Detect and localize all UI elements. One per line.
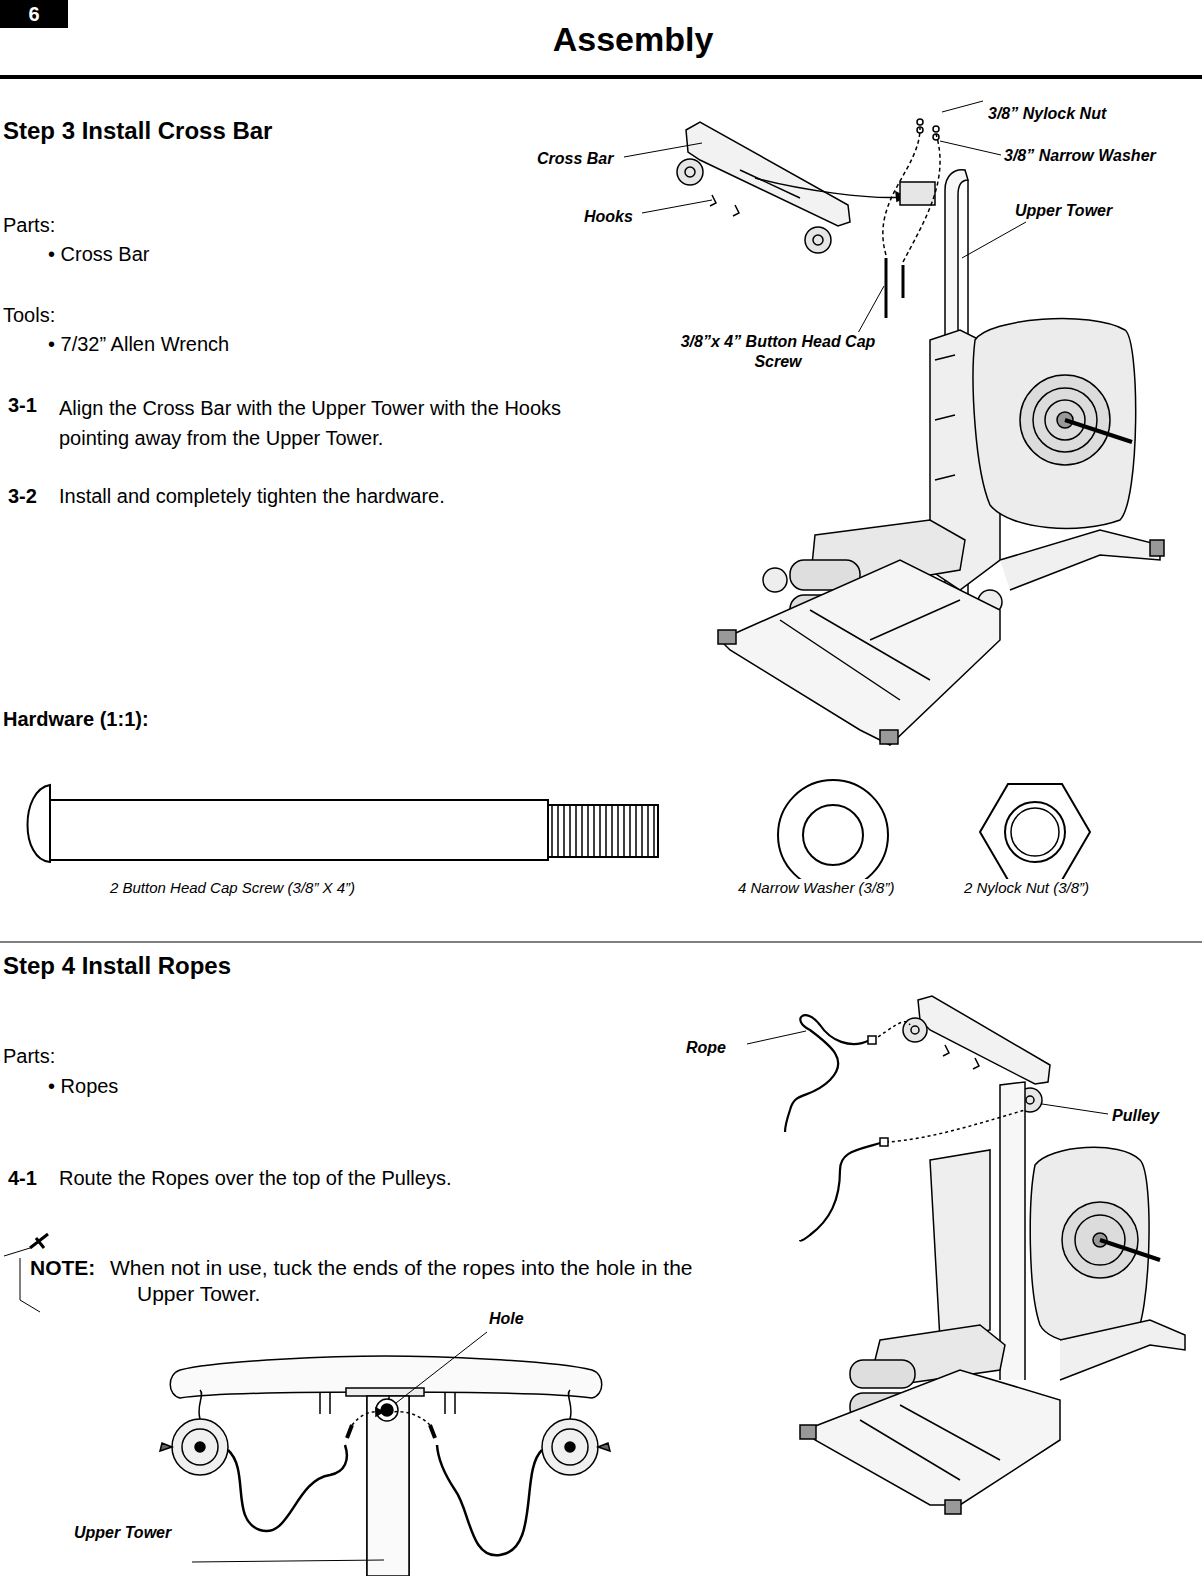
section-divider	[0, 942, 1202, 943]
hardware-caption: 2 Button Head Cap Screw (3/8” X 4”)	[110, 879, 355, 898]
machine-step3	[677, 119, 1164, 745]
part-callout: Pulley	[1112, 1106, 1159, 1126]
hardware-caption: 4 Narrow Washer (3/8”)	[738, 879, 894, 898]
instruction-text: Align the Cross Bar with the Upper Tower…	[59, 393, 619, 453]
parts-item: • Ropes	[48, 1074, 118, 1099]
line-art	[0, 77, 1202, 1576]
note-text: When not in use, tuck the ends of the ro…	[110, 1255, 747, 1307]
step-heading: Step 4 Install Ropes	[3, 951, 231, 981]
hardware	[28, 780, 1091, 890]
part-callout: Upper Tower	[1015, 201, 1112, 221]
instruction-text: Route the Ropes over the top of the Pull…	[59, 1166, 659, 1191]
page-number-tab: 6	[0, 0, 68, 28]
step-heading: Step 3 Install Cross Bar	[3, 116, 272, 146]
section-heading: Hardware (1:1):	[3, 707, 149, 732]
machine-step4	[785, 996, 1185, 1514]
list-heading: Parts:	[3, 213, 55, 238]
parts-item: • Cross Bar	[48, 242, 149, 267]
part-callout: Hooks	[584, 207, 633, 227]
step-number: 3-1	[8, 393, 37, 418]
tools-item: • 7/32” Allen Wrench	[48, 332, 229, 357]
step-number: 4-1	[8, 1166, 37, 1191]
part-callout: Hole	[489, 1309, 524, 1329]
part-callout: 3/8” Narrow Washer	[1004, 146, 1156, 166]
page-title: Assembly	[0, 18, 1202, 61]
part-callout: Upper Tower	[74, 1523, 171, 1543]
step-number: 3-2	[8, 484, 37, 509]
instruction-text: Install and completely tighten the hardw…	[59, 484, 619, 509]
note-heading: NOTE:	[30, 1255, 95, 1281]
part-callout: 3/8”x 4” Button Head Cap Screw	[664, 332, 892, 372]
crossbar-detail	[160, 1356, 610, 1576]
hardware-caption: 2 Nylock Nut (3/8”)	[964, 879, 1089, 898]
leader-lines	[192, 101, 1108, 1562]
part-callout: Cross Bar	[537, 149, 613, 169]
part-callout: Rope	[686, 1038, 726, 1058]
list-heading: Parts:	[3, 1044, 55, 1069]
part-callout: 3/8” Nylock Nut	[988, 104, 1106, 124]
page-number: 6	[0, 0, 68, 28]
list-heading: Tools:	[3, 303, 55, 328]
header-rule	[0, 75, 1202, 79]
